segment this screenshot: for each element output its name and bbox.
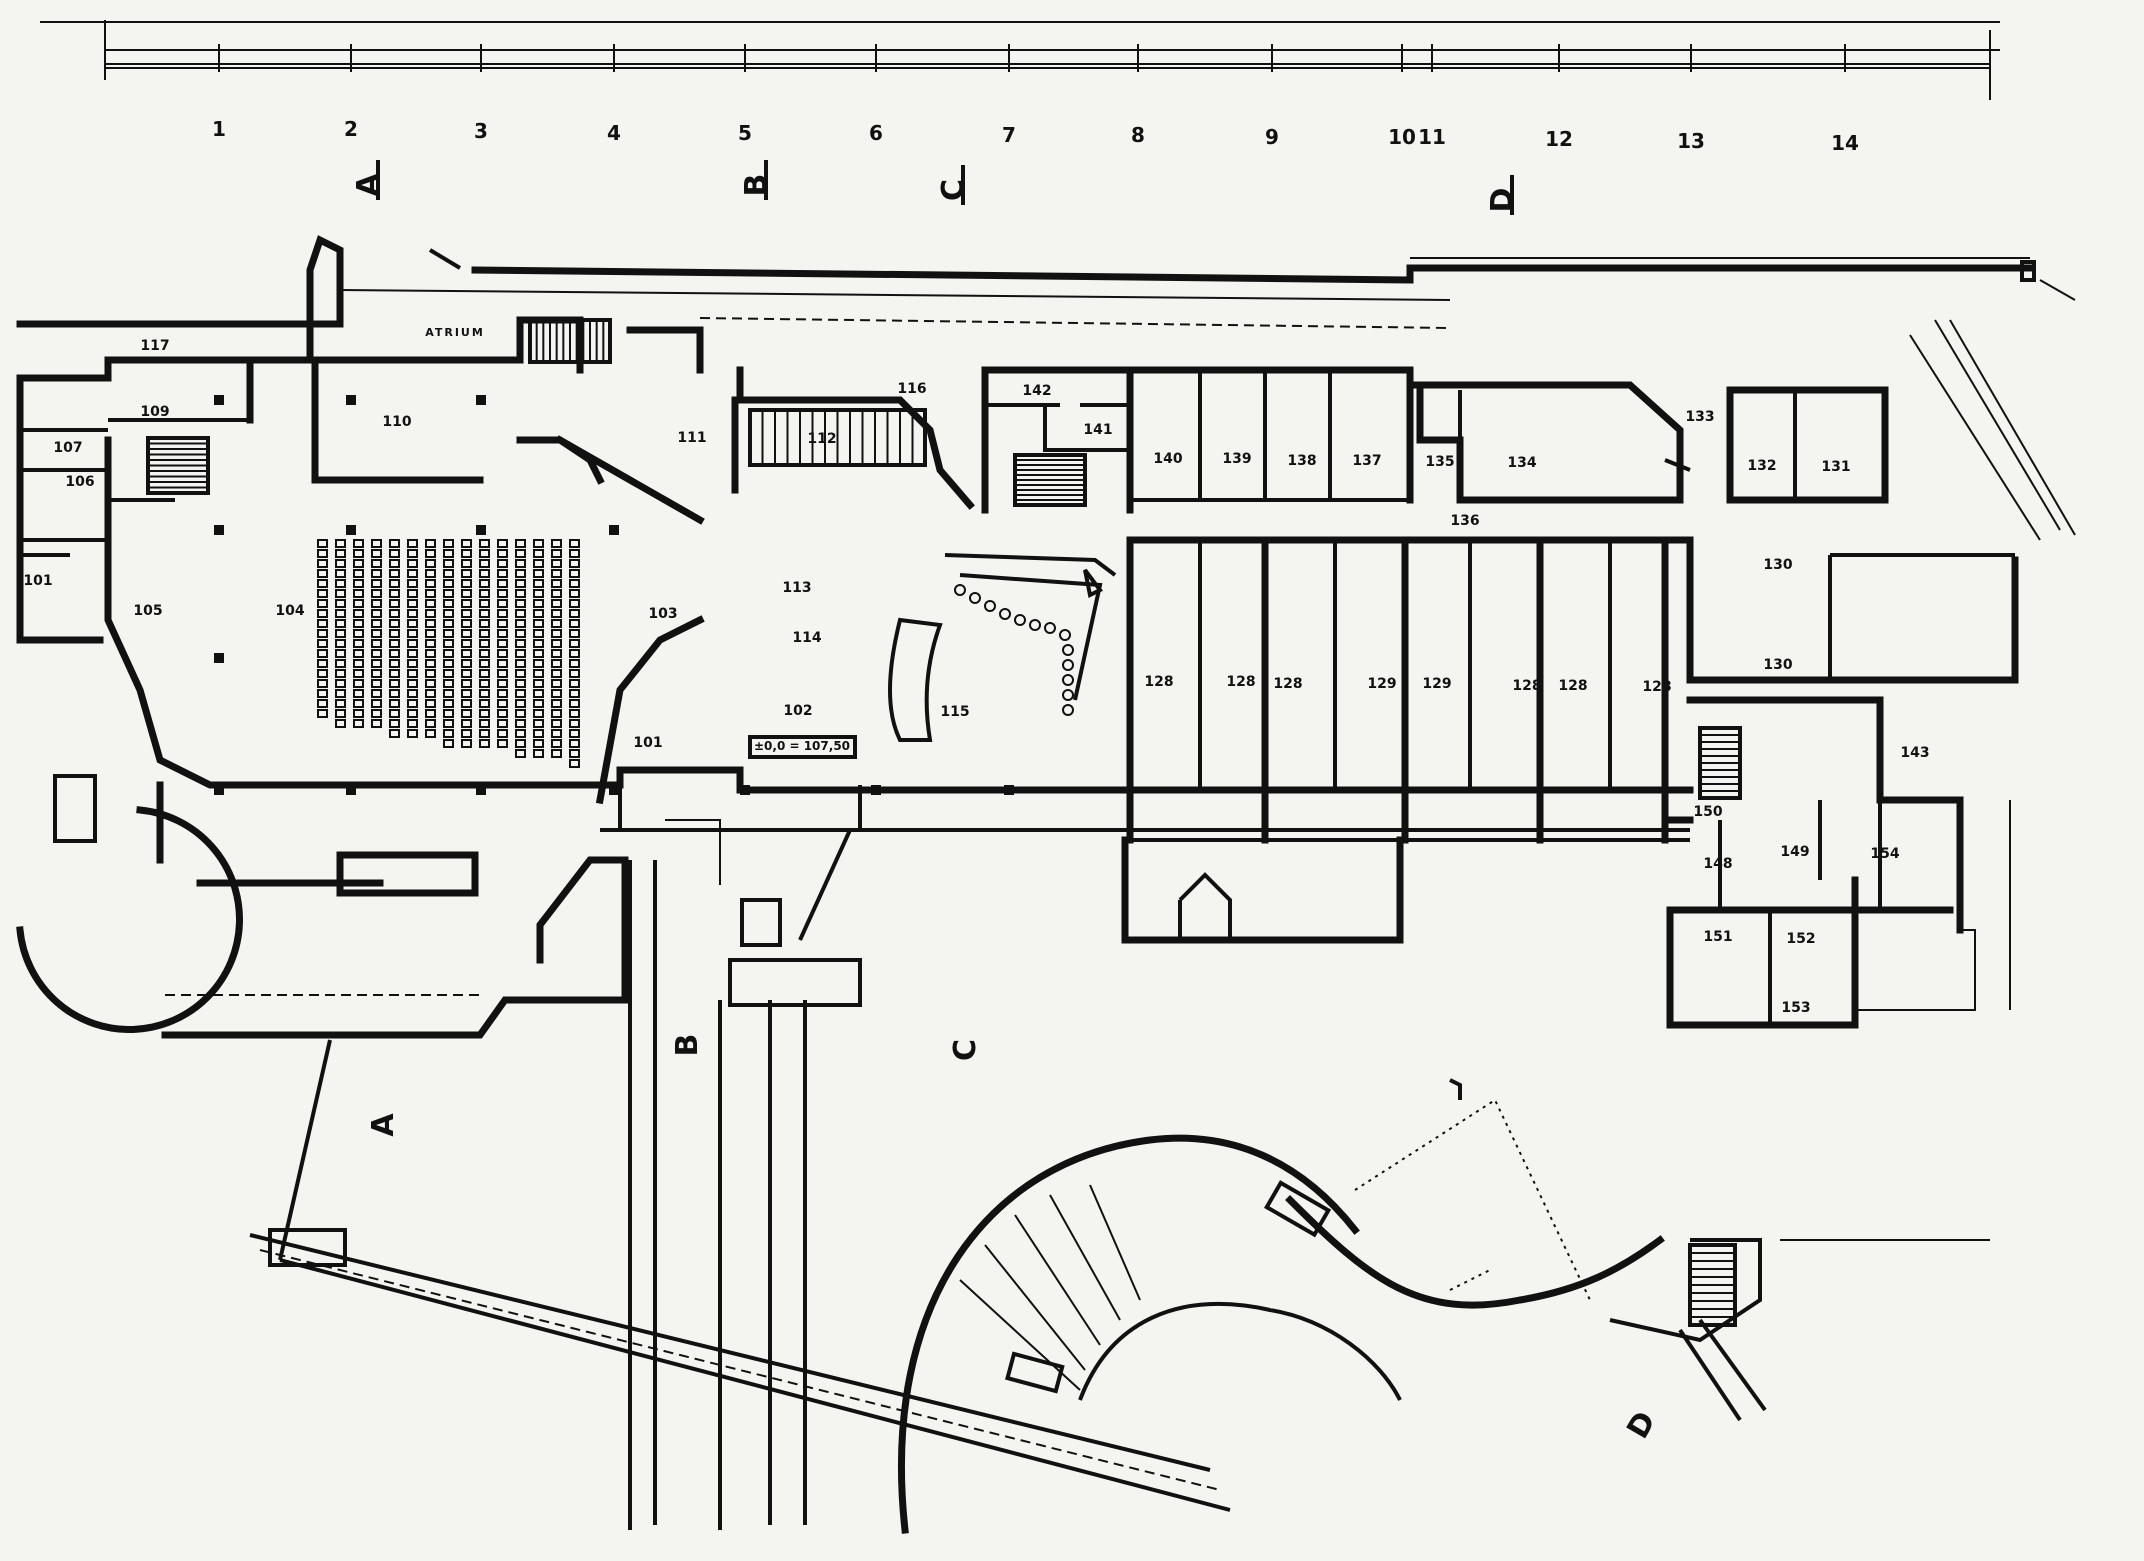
axis-1: 1 — [212, 117, 226, 141]
room-labels: 117 109 107 106 101 105 104 110 111 112 … — [23, 326, 1929, 1016]
room-140: 140 — [1153, 451, 1182, 467]
room-133: 133 — [1685, 409, 1714, 425]
axis-12: 12 — [1545, 127, 1573, 151]
level-label: ±0,0 = 107,50 — [754, 739, 850, 753]
room-132: 132 — [1747, 458, 1776, 474]
section-d-bottom: D — [1620, 1406, 1663, 1445]
axis-14: 14 — [1831, 131, 1859, 155]
dimension-lines — [40, 20, 2000, 100]
section-a-top: A — [351, 173, 386, 197]
room-105: 105 — [133, 603, 162, 619]
structural-columns — [214, 395, 1014, 795]
axis-9: 9 — [1265, 125, 1279, 149]
room-115: 115 — [940, 704, 969, 720]
axis-6: 6 — [869, 121, 883, 145]
section-c-top: C — [936, 179, 971, 201]
room-112: 112 — [807, 431, 836, 447]
site-exterior — [16, 774, 1990, 1534]
room-131: 131 — [1821, 459, 1850, 475]
corridor-136: 136 — [1450, 513, 1479, 529]
room-153: 153 — [1781, 1000, 1810, 1016]
room-128f: 128 — [1642, 679, 1671, 695]
perimeter-walls — [16, 235, 2076, 1029]
axis-4: 4 — [607, 121, 621, 145]
axis-2: 2 — [344, 117, 358, 141]
room-102: 102 — [783, 703, 812, 719]
section-a-bottom: A — [366, 1113, 401, 1137]
room-106: 106 — [65, 474, 94, 490]
room-130b: 130 — [1763, 657, 1792, 673]
section-b-top: B — [739, 174, 774, 197]
room-107: 107 — [53, 440, 82, 456]
axis-10: 10 — [1388, 125, 1416, 149]
room-128a: 128 — [1144, 674, 1173, 690]
room-141: 141 — [1083, 422, 1112, 438]
section-d-top: D — [1485, 188, 1520, 213]
axis-7: 7 — [1002, 123, 1016, 147]
axis-3: 3 — [474, 119, 488, 143]
axis-11: 11 — [1418, 125, 1446, 149]
room-111: 111 — [677, 430, 706, 446]
room-138: 138 — [1287, 453, 1316, 469]
room-128e: 128 — [1558, 678, 1587, 694]
room-110: 110 — [382, 414, 411, 430]
room-142: 142 — [1022, 383, 1051, 399]
room-154: 154 — [1870, 846, 1899, 862]
room-101: 101 — [23, 573, 52, 589]
room-128d: 128 — [1512, 678, 1541, 694]
section-b-bottom: B — [670, 1034, 705, 1057]
room-129b: 129 — [1422, 676, 1451, 692]
axis-8: 8 — [1131, 123, 1145, 147]
section-c-bottom: C — [948, 1039, 983, 1061]
room-139: 139 — [1222, 451, 1251, 467]
room-135: 135 — [1425, 454, 1454, 470]
room-113: 113 — [782, 580, 811, 596]
room-114: 114 — [792, 630, 821, 646]
room-129a: 129 — [1367, 676, 1396, 692]
level-box — [748, 735, 857, 759]
axis-5: 5 — [738, 121, 752, 145]
axis-labels: 1 2 3 4 5 6 7 8 9 10 11 12 13 14 — [212, 117, 1859, 155]
room-130a: 130 — [1763, 557, 1792, 573]
room-152: 152 — [1786, 931, 1815, 947]
atrium-label: ATRIUM — [425, 326, 485, 339]
axis-13: 13 — [1677, 129, 1705, 153]
room-128c: 128 — [1273, 676, 1302, 692]
room-104: 104 — [275, 603, 304, 619]
room-149: 149 — [1780, 844, 1809, 860]
room-148: 148 — [1703, 856, 1732, 872]
room-101b: 101 — [633, 735, 662, 751]
room-109: 109 — [140, 404, 169, 420]
room-116: 116 — [897, 381, 926, 397]
room-150: 150 — [1693, 804, 1722, 820]
room-151: 151 — [1703, 929, 1732, 945]
room-128b: 128 — [1226, 674, 1255, 690]
cafe-bar — [888, 553, 1117, 742]
room-143: 143 — [1900, 745, 1929, 761]
auditorium-seats — [317, 539, 580, 768]
room-134: 134 — [1507, 455, 1536, 471]
room-137: 137 — [1352, 453, 1381, 469]
stairs — [146, 318, 1742, 1327]
room-117: 117 — [140, 338, 169, 354]
section-markers: A B C D A B C D — [351, 160, 1663, 1445]
room-103: 103 — [648, 606, 677, 622]
